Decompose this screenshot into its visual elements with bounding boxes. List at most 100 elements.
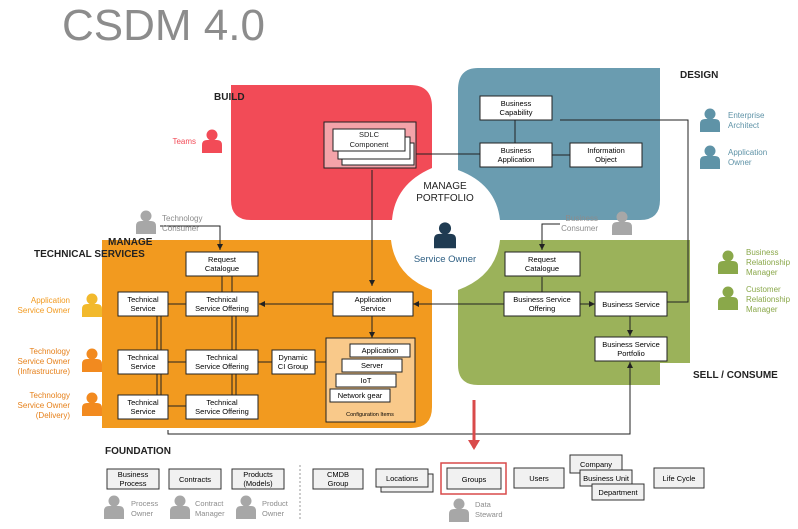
sdlc-component-box (332, 128, 406, 152)
process-owner-l1: Process (131, 499, 158, 508)
groups-label: Groups (462, 475, 487, 484)
department-box (591, 483, 645, 501)
business-service-box (594, 291, 668, 317)
technical-service-1-box (117, 291, 169, 317)
contracts-label: Contracts (179, 475, 211, 484)
page-title: CSDM 4.0 (62, 1, 265, 50)
dynamic-ci-group-box (271, 349, 316, 375)
tso-delivery-l1: Technology (30, 391, 70, 400)
products-l1: Products (243, 470, 273, 479)
department-label: Department (598, 488, 638, 497)
application-owner-l2: Owner (728, 158, 752, 167)
configuration-items-label: Configuration Items (346, 412, 394, 418)
groups-highlight (440, 462, 507, 495)
customer-relationship-manager-icon (718, 286, 738, 310)
sell-label: SELL / CONSUME (693, 370, 778, 381)
tso-infra-l2: Service Owner (18, 357, 71, 366)
technology-consumer-l1: Technology (162, 214, 202, 223)
ci-server-label: Server (361, 361, 384, 370)
tso-2-l1: Technical (206, 353, 238, 362)
data-steward-l1: Data (475, 500, 492, 509)
bsp-l2: Portfolio (617, 349, 645, 358)
service-owner-label: Service Owner (414, 254, 476, 265)
tso-1-l1: Technical (206, 295, 238, 304)
business-service-portfolio-box (594, 336, 668, 362)
product-owner-l2: Owner (262, 509, 285, 518)
tso-infra-l3: (Infrastructure) (18, 367, 71, 376)
design-label: DESIGN (680, 70, 718, 81)
ci-server-box (341, 358, 403, 373)
products-box (231, 468, 285, 490)
manage-portfolio-line1: MANAGE (423, 181, 467, 192)
request-catalogue-right-box (504, 251, 581, 277)
application-owner-l1: Application (728, 148, 767, 157)
technical-service-1-l1: Technical (127, 295, 159, 304)
information-object-box (569, 142, 643, 168)
brm-l3: Manager (746, 268, 778, 277)
technical-service-1-l2: Service (130, 304, 155, 313)
locations-box (375, 468, 429, 488)
technology-consumer-icon (136, 210, 156, 234)
locations-label: Locations (386, 474, 418, 483)
aso-l1: Application (31, 296, 70, 305)
aso-l2: Service Owner (18, 306, 71, 315)
enterprise-architect-icon (700, 108, 720, 132)
data-steward-icon (449, 498, 469, 522)
tso-infrastructure-icon (82, 348, 102, 372)
technical-service-2-l1: Technical (127, 353, 159, 362)
enterprise-architect-l2: Architect (728, 121, 760, 130)
tso-delivery-l3: (Delivery) (36, 411, 71, 420)
tso-3-box (185, 394, 259, 420)
tso-3-l2: Service Offering (195, 407, 249, 416)
business-relationship-manager-icon (718, 250, 738, 274)
business-process-l2: Process (119, 479, 146, 488)
foundation-label: FOUNDATION (105, 446, 171, 457)
application-service-l1: Application (355, 295, 392, 304)
technical-service-3-l1: Technical (127, 398, 159, 407)
request-catalogue-right-l1: Request (528, 255, 557, 264)
application-service-box (332, 291, 414, 317)
teams-icon (202, 129, 222, 153)
tso-delivery-icon (82, 392, 102, 416)
ci-iot-label: IoT (361, 376, 372, 385)
ci-network-label: Network gear (338, 391, 383, 400)
cmdb-group-box (312, 468, 364, 490)
tso-delivery-l2: Service Owner (18, 401, 71, 410)
business-process-box (106, 468, 160, 490)
technical-service-2-l2: Service (130, 362, 155, 371)
application-service-owner-icon (82, 293, 102, 317)
application-owner-icon (700, 145, 720, 169)
request-catalogue-right-l2: Catalogue (525, 264, 559, 273)
tso-2-l2: Service Offering (195, 362, 249, 371)
technical-label-line2: TECHNICAL SERVICES (34, 249, 145, 260)
brm-l2: Relationship (746, 258, 791, 267)
dynamic-ci-l2: CI Group (278, 362, 308, 371)
tso-1-l2: Service Offering (195, 304, 249, 313)
dynamic-ci-l1: Dynamic (278, 353, 307, 362)
crm-l1: Customer (746, 285, 781, 294)
technology-consumer-l2: Consumer (162, 224, 199, 233)
data-steward-l2: Steward (475, 510, 503, 519)
business-service-label: Business Service (602, 300, 660, 309)
technical-label-line1: MANAGE (108, 237, 153, 248)
business-process-l1: Business (118, 470, 149, 479)
product-owner-l1: Product (262, 499, 289, 508)
business-unit-label: Business Unit (583, 474, 630, 483)
request-catalogue-left-l2: Catalogue (205, 264, 239, 273)
products-l2: (Models) (243, 479, 273, 488)
life-cycle-label: Life Cycle (663, 474, 696, 483)
business-consumer-l1: Business (566, 214, 598, 223)
application-service-l2: Service (360, 304, 385, 313)
enterprise-architect-l1: Enterprise (728, 111, 765, 120)
business-capability-l2: Capability (500, 108, 533, 117)
business-capability-l1: Business (501, 99, 532, 108)
ci-application-box (349, 343, 411, 358)
business-consumer-l2: Consumer (561, 224, 598, 233)
process-owner-l2: Owner (131, 509, 154, 518)
product-owner-icon (236, 495, 256, 519)
ci-application-label: Application (362, 346, 399, 355)
crm-l3: Manager (746, 305, 778, 314)
life-cycle-box (653, 467, 705, 489)
bsp-l1: Business Service (602, 340, 660, 349)
crm-l2: Relationship (746, 295, 791, 304)
